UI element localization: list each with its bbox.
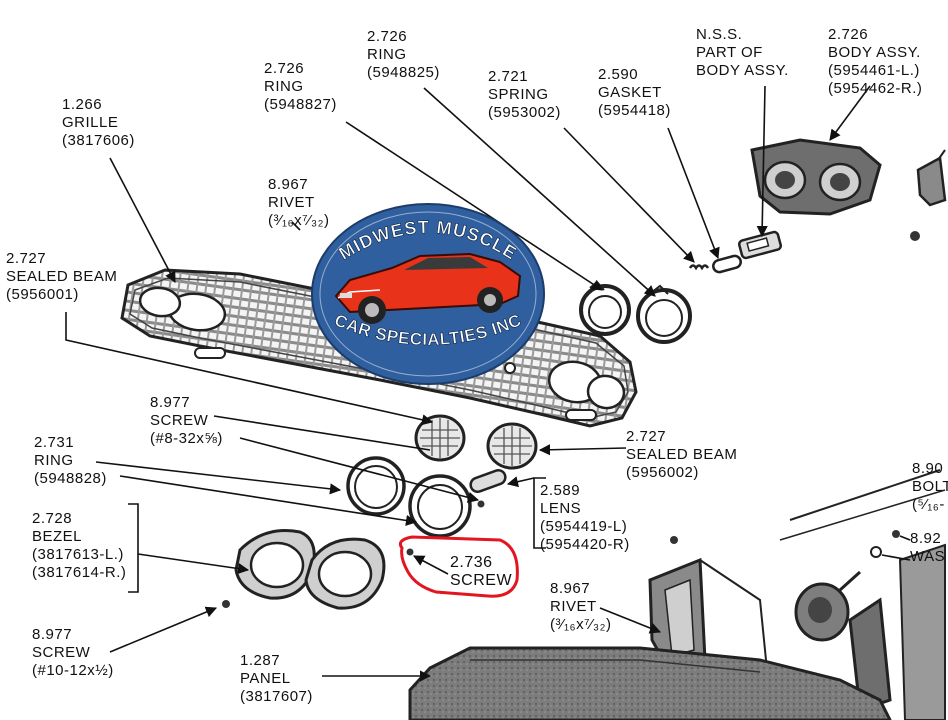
highlight-circle (398, 535, 519, 598)
sealed-beam-right-part (486, 422, 538, 470)
rivet-bottom-part (670, 536, 678, 544)
bezel-right-part (304, 537, 386, 610)
bezel-left-part (234, 528, 316, 600)
screw-10-12-part (222, 600, 230, 608)
spring-part (688, 264, 710, 271)
headlamp-ring-upper-right (636, 284, 692, 344)
ring-lower-left-part (346, 456, 406, 516)
screw-8-32-part (477, 500, 485, 508)
bolt-part (892, 530, 900, 538)
ring-lower-right-part (408, 474, 472, 538)
gasket-part (712, 254, 742, 274)
body-assembly-part (750, 138, 882, 216)
right-bracket-part (910, 149, 947, 241)
washer-part (870, 546, 882, 558)
leader-lines (65, 85, 911, 682)
screw-2736-part (406, 548, 414, 556)
lens-part (469, 468, 507, 494)
panel-part (408, 646, 892, 720)
sealed-beam-left-part (414, 414, 466, 462)
horn-part (794, 570, 862, 642)
housing-clip-part (738, 230, 782, 260)
right-support-part (779, 469, 946, 720)
car-image (334, 252, 522, 324)
grille-clip-part (504, 362, 516, 374)
headlamp-ring-upper-left (579, 280, 631, 336)
midwest-muscle-logo (311, 203, 545, 385)
